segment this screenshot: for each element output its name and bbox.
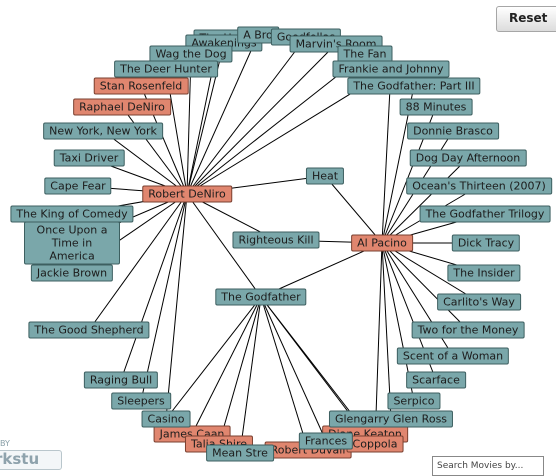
edge-robert-deniro-to-casino	[165, 193, 188, 420]
node-mean-streets[interactable]: Mean Stre	[206, 444, 274, 462]
node-new-york-new-york[interactable]: New York, New York	[43, 122, 163, 140]
edge-al-pacino-to-heat	[324, 175, 383, 244]
edge-robert-deniro-to-sleepers	[140, 193, 188, 402]
edge-robert-deniro-to-goodfellas	[186, 36, 307, 195]
node-scent-of-a-woman[interactable]: Scent of a Woman	[396, 347, 510, 365]
edge-robert-deniro-to-raging-bull	[120, 193, 188, 381]
node-stan-rosenfeld[interactable]: Stan Rosenfeld	[93, 77, 189, 95]
node-righteous-kill[interactable]: Righteous Kill	[232, 231, 320, 249]
node-the-deer-hunter[interactable]: The Deer Hunter	[114, 60, 218, 78]
edge-al-pacino-to-two-for-the-money	[381, 242, 469, 331]
node-dog-day-afternoon[interactable]: Dog Day Afternoon	[409, 149, 527, 167]
edge-the-godfather-to-frances	[260, 296, 327, 442]
node-the-godfather-trilogy[interactable]: The Godfather Trilogy	[419, 205, 551, 223]
node-frances[interactable]: Frances	[298, 432, 354, 450]
node-cape-fear[interactable]: Cape Fear	[44, 177, 112, 195]
reset-button[interactable]: Reset	[496, 6, 556, 32]
edge-al-pacino-to-glengarry-glen-ross	[381, 242, 392, 420]
node-robert-deniro[interactable]: Robert DeNiro	[142, 185, 232, 203]
node-taxi-driver[interactable]: Taxi Driver	[53, 149, 125, 167]
edge-al-pacino-to-frankie-and-johnny	[381, 68, 392, 244]
node-the-king-of-comedy[interactable]: The King of Comedy	[10, 205, 134, 223]
node-glengarry-glen-ross[interactable]: Glengarry Glen Ross	[328, 410, 454, 428]
node-dick-tracy[interactable]: Dick Tracy	[451, 234, 521, 252]
brand-logo: rkstu	[0, 450, 62, 470]
node-al-pacino[interactable]: Al Pacino	[351, 234, 413, 252]
node-once-upon-a-time-in-america[interactable]: Once Upon a Time in America	[24, 221, 120, 265]
edge-robert-deniro-to-new-york-new-york	[102, 130, 188, 195]
node-the-good-shepherd[interactable]: The Good Shepherd	[28, 321, 150, 339]
node-the-godfather[interactable]: The Godfather	[215, 288, 307, 306]
edge-al-pacino-to-carlitos-way	[381, 242, 480, 303]
node-casino[interactable]: Casino	[141, 410, 191, 428]
node-jackie-brown[interactable]: Jackie Brown	[30, 264, 114, 282]
edge-the-godfather-to-robert-duvall	[260, 296, 309, 451]
node-coppola[interactable]: Coppola	[346, 435, 404, 453]
search-input[interactable]	[432, 456, 544, 476]
edge-robert-deniro-to-a-bronx-tale	[186, 34, 259, 195]
node-scarface[interactable]: Scarface	[406, 371, 466, 389]
node-frankie-and-johnny[interactable]: Frankie and Johnny	[332, 60, 450, 78]
edge-the-godfather-to-mean-streets	[239, 296, 262, 454]
edge-the-godfather-to-james-caan	[191, 296, 262, 435]
edge-al-pacino-to-the-godfather	[260, 242, 383, 298]
edge-robert-deniro-to-marvins-room	[186, 43, 337, 195]
node-serpico[interactable]: Serpico	[387, 392, 441, 410]
node-carlitos-way[interactable]: Carlito's Way	[437, 293, 521, 311]
edge-robert-deniro-to-raphael-deniro	[121, 106, 188, 195]
edge-the-godfather-to-talia-shire	[218, 296, 262, 445]
node-the-godfather-part-iii[interactable]: The Godfather: Part III	[347, 77, 481, 95]
node-donnie-brasco[interactable]: Donnie Brasco	[407, 122, 499, 140]
node-oceans-thirteen[interactable]: Ocean's Thirteen (2007)	[406, 177, 552, 195]
edge-the-godfather-to-casino	[165, 296, 262, 420]
node-heat[interactable]: Heat	[305, 167, 345, 185]
edge-robert-deniro-to-the-good-shepherd	[88, 193, 188, 331]
node-the-insider[interactable]: The Insider	[447, 264, 521, 282]
node-sleepers[interactable]: Sleepers	[111, 392, 171, 410]
powered-by-label: BY	[0, 439, 10, 448]
node-raging-bull[interactable]: Raging Bull	[83, 371, 159, 389]
node-88-minutes[interactable]: 88 Minutes	[399, 98, 473, 116]
node-two-for-the-money[interactable]: Two for the Money	[411, 321, 525, 339]
edge-robert-deniro-to-the-godfather	[186, 193, 262, 298]
edge-al-pacino-to-dog-day-afternoon	[381, 157, 469, 244]
node-raphael-deniro[interactable]: Raphael DeNiro	[73, 98, 171, 116]
